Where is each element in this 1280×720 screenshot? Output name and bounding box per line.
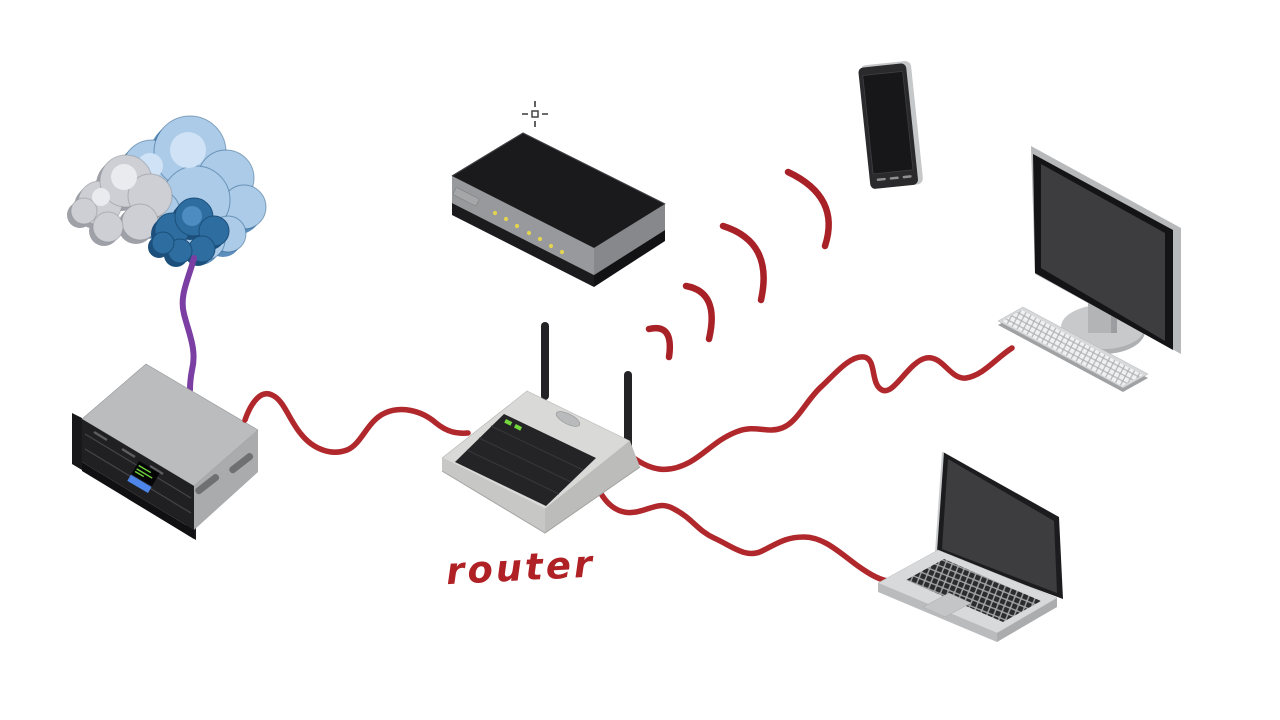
laptop-icon [877, 451, 1063, 642]
laptop-body-side [997, 598, 1057, 642]
server-vent-slot [195, 473, 220, 495]
modem-status-leds [492, 210, 565, 255]
laptop-touchpad [922, 592, 972, 618]
cable-router-to-laptop [597, 489, 893, 584]
cable-server-to-router [242, 391, 471, 455]
router-label: router [444, 542, 597, 594]
server-side-face [194, 430, 258, 530]
wifi-signal-icon [645, 168, 832, 361]
modem-bottom-lip-side [594, 230, 665, 287]
cable-cloud-to-server [179, 255, 197, 393]
router-base-edge [441, 466, 641, 534]
modem-side-band [594, 204, 665, 275]
modem-label [452, 187, 480, 206]
modem-icon [451, 132, 666, 287]
cloud-icon [67, 115, 267, 267]
cloud-darkblue-front [148, 197, 230, 267]
keyboard-keys [1002, 310, 1143, 386]
keyboard-icon [997, 306, 1149, 392]
smartphone-icon [858, 61, 923, 189]
wifi-arc-2 [682, 282, 715, 343]
cable-router-to-desktop [623, 345, 1015, 473]
laptop-screen-edge [935, 451, 944, 553]
monitor-screen [1041, 164, 1165, 341]
server-bottom-rail [82, 462, 194, 539]
wifi-arc-4 [784, 168, 832, 250]
smartphone-screen [862, 70, 914, 175]
router-status-leds [504, 419, 523, 431]
server-rack-ear-left [72, 413, 82, 470]
wifi-arc-3 [719, 222, 767, 304]
router-sticker [555, 411, 581, 427]
server-lcd-display [127, 461, 160, 493]
router-panel-vents [466, 425, 584, 495]
server-icon [72, 363, 259, 540]
router-antenna-right [624, 371, 632, 449]
crosshair-cursor-icon [522, 101, 548, 127]
monitor-icon [1031, 146, 1181, 354]
laptop-keys [906, 559, 1041, 622]
router-front-right-face [545, 441, 640, 533]
modem-bottom-lip [452, 203, 594, 287]
smartphone-buttons [876, 175, 912, 182]
router-front-left-face [442, 458, 545, 533]
modem-front-band [452, 176, 594, 275]
wireless-router-icon [441, 322, 641, 534]
router-antenna-left [541, 322, 549, 400]
server-drive-handles [93, 430, 164, 476]
wifi-arc-1 [645, 324, 674, 361]
cloud-gray-front [67, 154, 173, 246]
server-vent-slot [229, 452, 254, 474]
modem-top-bevel [451, 132, 666, 205]
laptop-screen [942, 459, 1057, 593]
